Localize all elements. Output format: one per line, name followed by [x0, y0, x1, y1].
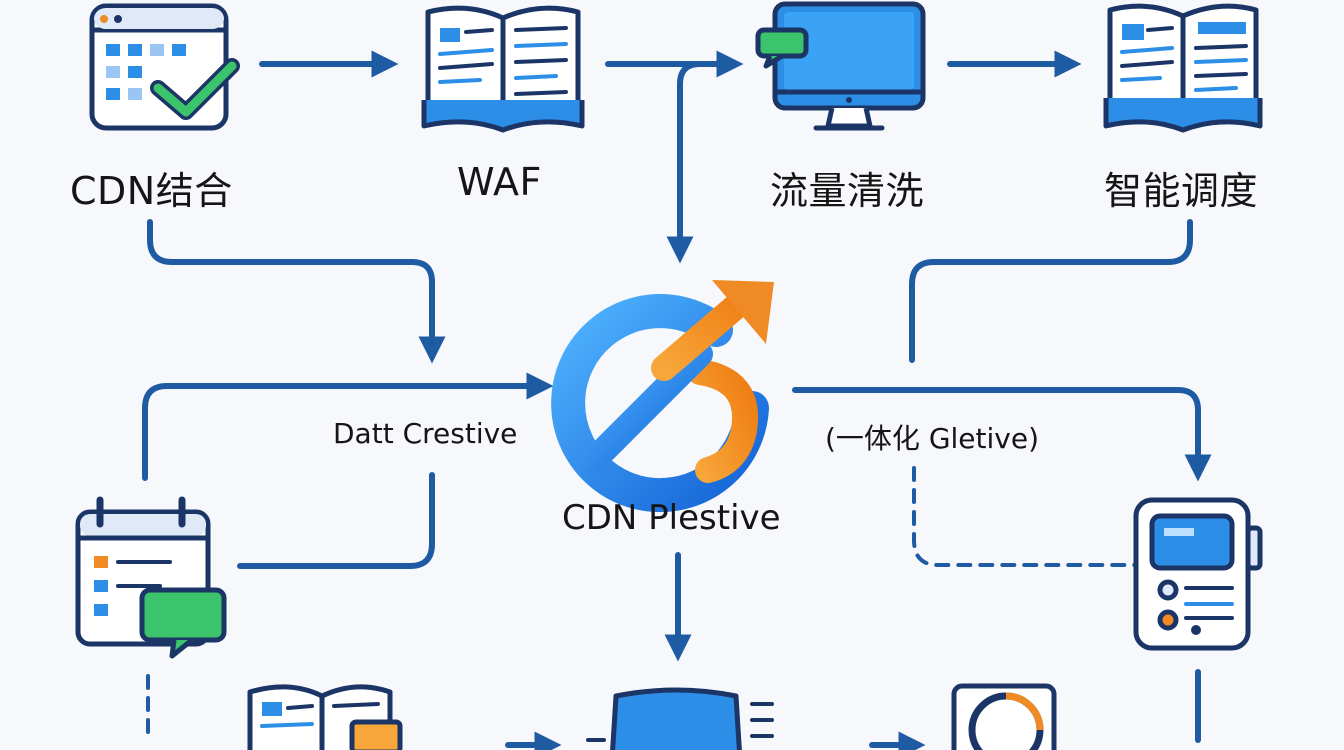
dashed-right-branch [912, 466, 1137, 567]
dashed-connectors [146, 466, 1137, 742]
center-label: CDN Plestive [562, 498, 781, 538]
node-traffic-label: 流量清洗 [770, 169, 925, 213]
right-mid-label: (一体化 Gletive) [825, 422, 1040, 455]
calendar-chat-icon [75, 496, 227, 659]
arrow-center-to-right [792, 387, 1212, 482]
node-scheduling-label: 智能调度 [1104, 169, 1259, 213]
device-icon-bottom [586, 687, 774, 750]
gauge-icon-bottom [951, 683, 1057, 750]
book-icon-bottom [247, 684, 403, 750]
open-book-icon [421, 5, 585, 133]
left-mid-label: Datt Crestive [333, 417, 518, 450]
node-cdn-label: CDN结合 [70, 169, 233, 213]
line-scheduling-down [909, 219, 1193, 363]
connector-arrows [142, 50, 1212, 750]
device-icon [1133, 497, 1263, 651]
line-left-icon-to-center [237, 472, 435, 569]
arrow-cdn-down-to-center [147, 219, 446, 364]
calendar-check-icon [89, 3, 240, 131]
node-waf-label: WAF [457, 160, 542, 204]
cdn-logo-icon [551, 280, 774, 513]
open-book-icon-2 [1103, 3, 1263, 133]
monitor-icon [755, 1, 926, 131]
arrow-left-to-center [142, 372, 554, 481]
arrow-waf-down-to-center [666, 61, 718, 264]
